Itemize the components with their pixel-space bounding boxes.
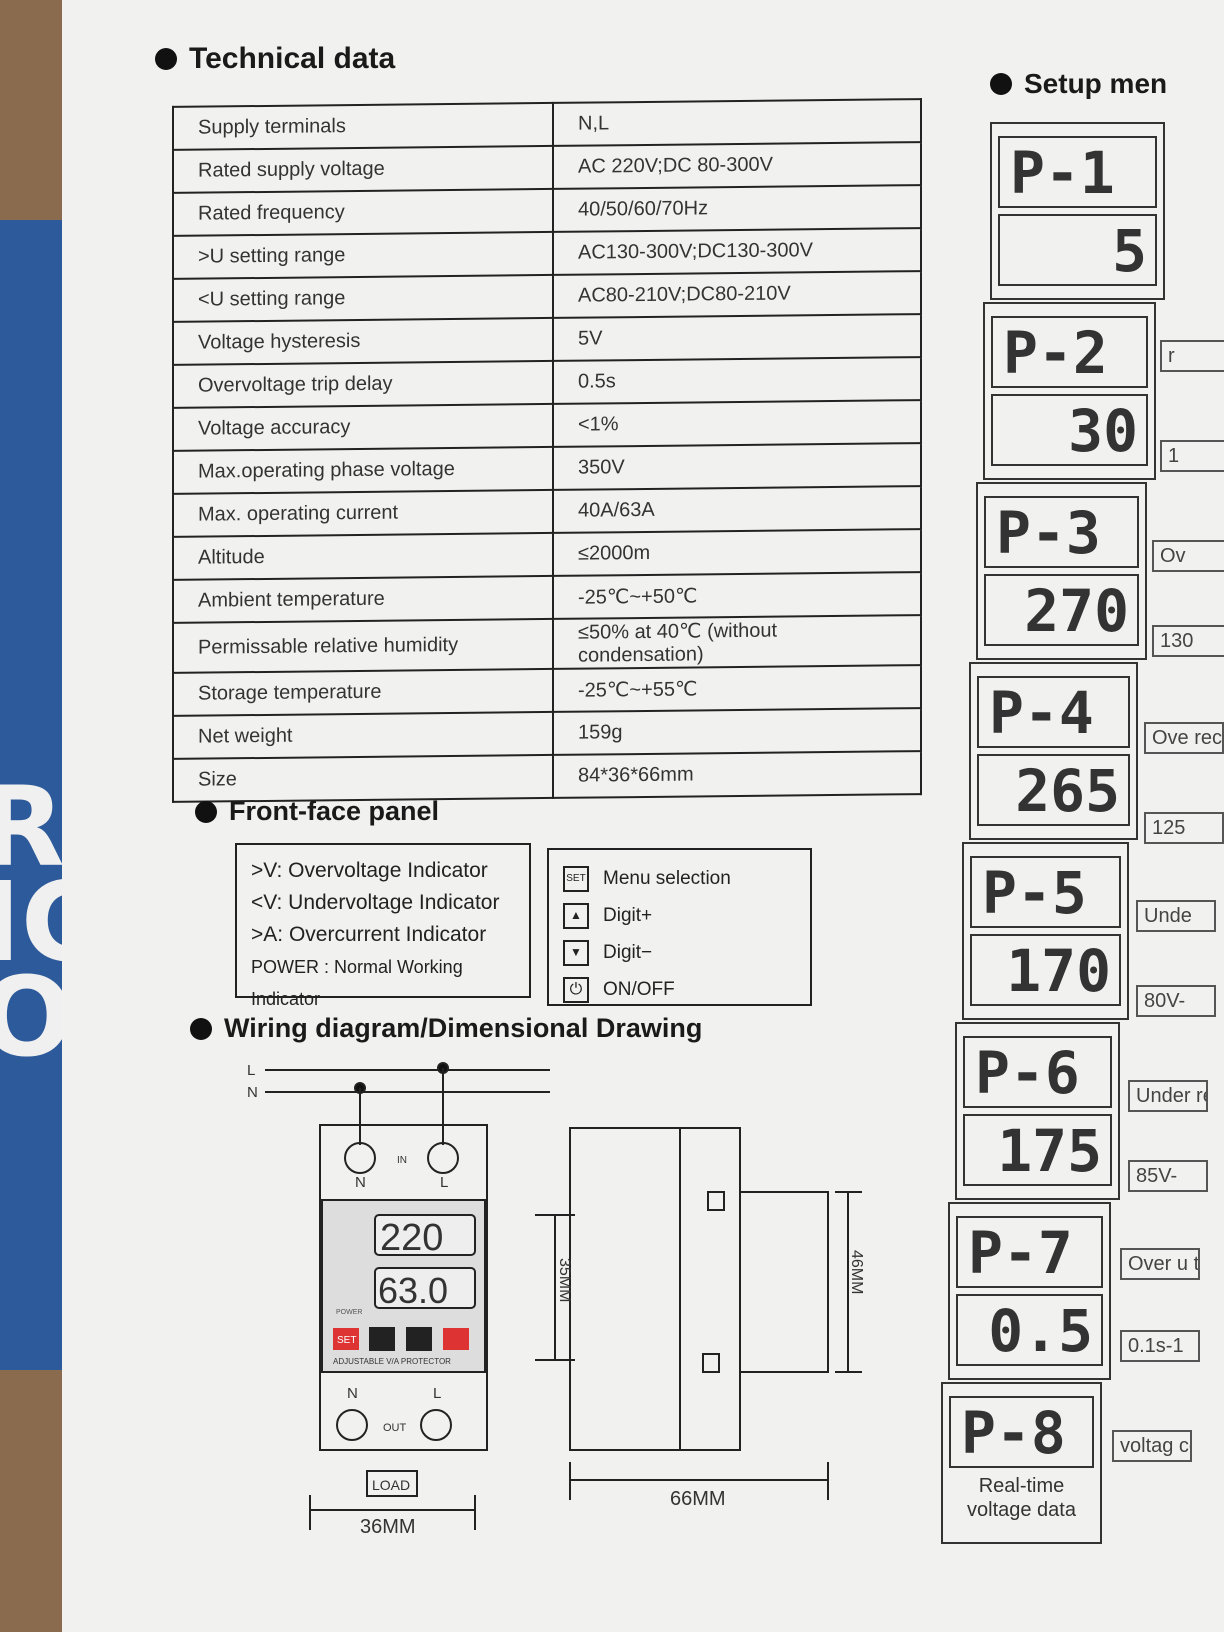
svg-text:N: N — [355, 1174, 366, 1191]
parameter-display: P-5 — [970, 856, 1121, 928]
value-display: 0.5 — [956, 1294, 1103, 1366]
button-label: Menu selection — [603, 868, 731, 889]
current-display: 63.0 — [378, 1270, 448, 1311]
terminal-icon — [427, 1142, 459, 1174]
value-display: 175 — [963, 1114, 1112, 1186]
device-side — [569, 1127, 741, 1451]
setup-description: voltag corre — [1112, 1430, 1192, 1462]
product-label: ADJUSTABLE V/A PROTECTOR — [333, 1357, 451, 1366]
terminal-icon — [344, 1142, 376, 1174]
value-display: 5 — [998, 214, 1157, 286]
setup-description: 0.1s-1 — [1120, 1330, 1200, 1362]
parameter-display: P-1 — [998, 136, 1157, 208]
setup-description: Unde — [1136, 900, 1216, 932]
height-dimension: 46MM — [848, 1250, 865, 1294]
heading-text: Wiring diagram/Dimensional Drawing — [224, 1013, 703, 1043]
line-N-label: N — [247, 1084, 258, 1101]
indicator-item: <V: Undervoltage Indicator — [251, 891, 500, 914]
line-L-label: L — [247, 1062, 255, 1079]
indicator-item: >A: Overcurrent Indicator — [251, 923, 487, 946]
parameter-display: P-7 — [956, 1216, 1103, 1288]
setup-heading: Setup men — [990, 68, 1167, 100]
parameter-display: P-6 — [963, 1036, 1112, 1108]
setup-description: Ov — [1152, 540, 1224, 572]
setup-description: 125 — [1144, 812, 1224, 844]
parameter-display: P-2 — [991, 316, 1148, 388]
indicator-item: POWER : Normal Working Indicator — [251, 957, 463, 1009]
button-label: ON/OFF — [603, 979, 675, 1000]
out-label: OUT — [383, 1422, 407, 1434]
front-heading: Front-face panel — [195, 796, 439, 827]
button-label: Digit+ — [603, 905, 653, 926]
setup-description: Under recove — [1128, 1080, 1208, 1112]
button-item: SET Menu selection — [563, 860, 796, 897]
value-display: Real-time voltage data — [967, 1475, 1076, 1521]
button-item: ▲ Digit+ — [563, 897, 796, 934]
indicator-item: >V: Overvoltage Indicator — [251, 859, 488, 882]
setup-description: 80V- — [1136, 985, 1216, 1017]
width-dimension: 36MM — [360, 1516, 416, 1538]
svg-text:L: L — [440, 1174, 448, 1191]
power-icon: ⏻ — [563, 976, 589, 1003]
technical-heading: Technical data — [155, 42, 395, 76]
button-item: ⏻ ON/OFF — [563, 971, 796, 1008]
set-icon: SET — [563, 865, 589, 892]
in-label: IN — [397, 1155, 407, 1166]
setup-description: 130 — [1152, 625, 1224, 657]
setup-description: Ove reco — [1144, 722, 1224, 754]
indicator-legend: >V: Overvoltage Indicator <V: Undervolta… — [235, 843, 531, 1009]
device-front — [319, 1124, 488, 1451]
voltage-display: 220 — [380, 1217, 443, 1259]
button-item: ▼ Digit− — [563, 934, 796, 971]
setup-description: r — [1160, 340, 1224, 372]
svg-text:L: L — [433, 1385, 441, 1402]
setup-description: 85V- — [1128, 1160, 1208, 1192]
parameter-display: P-8 — [949, 1396, 1094, 1468]
value-display: 170 — [970, 934, 1121, 1006]
value-display: 270 — [984, 574, 1139, 646]
value-display: 265 — [977, 754, 1130, 826]
rail-dimension: 35MM — [556, 1258, 573, 1302]
power-led-label: POWER — [336, 1309, 362, 1316]
setup-description: Over u trip dela — [1120, 1248, 1200, 1280]
set-button — [333, 1328, 359, 1350]
value-display: 30 — [991, 394, 1148, 466]
button-label: Digit− — [603, 942, 653, 963]
depth-dimension: 66MM — [670, 1488, 726, 1510]
wiring-heading: Wiring diagram/Dimensional Drawing — [190, 1013, 702, 1044]
heading-text: Technical data — [189, 42, 396, 75]
setup-description: 1 — [1160, 440, 1224, 472]
parameter-display: P-4 — [977, 676, 1130, 748]
heading-text: Front-face panel — [229, 796, 440, 826]
heading-text: Setup men — [1024, 68, 1168, 99]
down-arrow-icon: ▼ — [563, 939, 589, 966]
load-label: LOAD — [372, 1477, 410, 1493]
parameter-display: P-3 — [984, 496, 1139, 568]
button-legend: SET Menu selection ▲ Digit+ ▼ Digit− ⏻ ON/OF… — [547, 848, 812, 1006]
up-arrow-icon: ▲ — [563, 902, 589, 929]
svg-text:N: N — [347, 1385, 358, 1402]
set-button-label: SET — [337, 1335, 356, 1346]
